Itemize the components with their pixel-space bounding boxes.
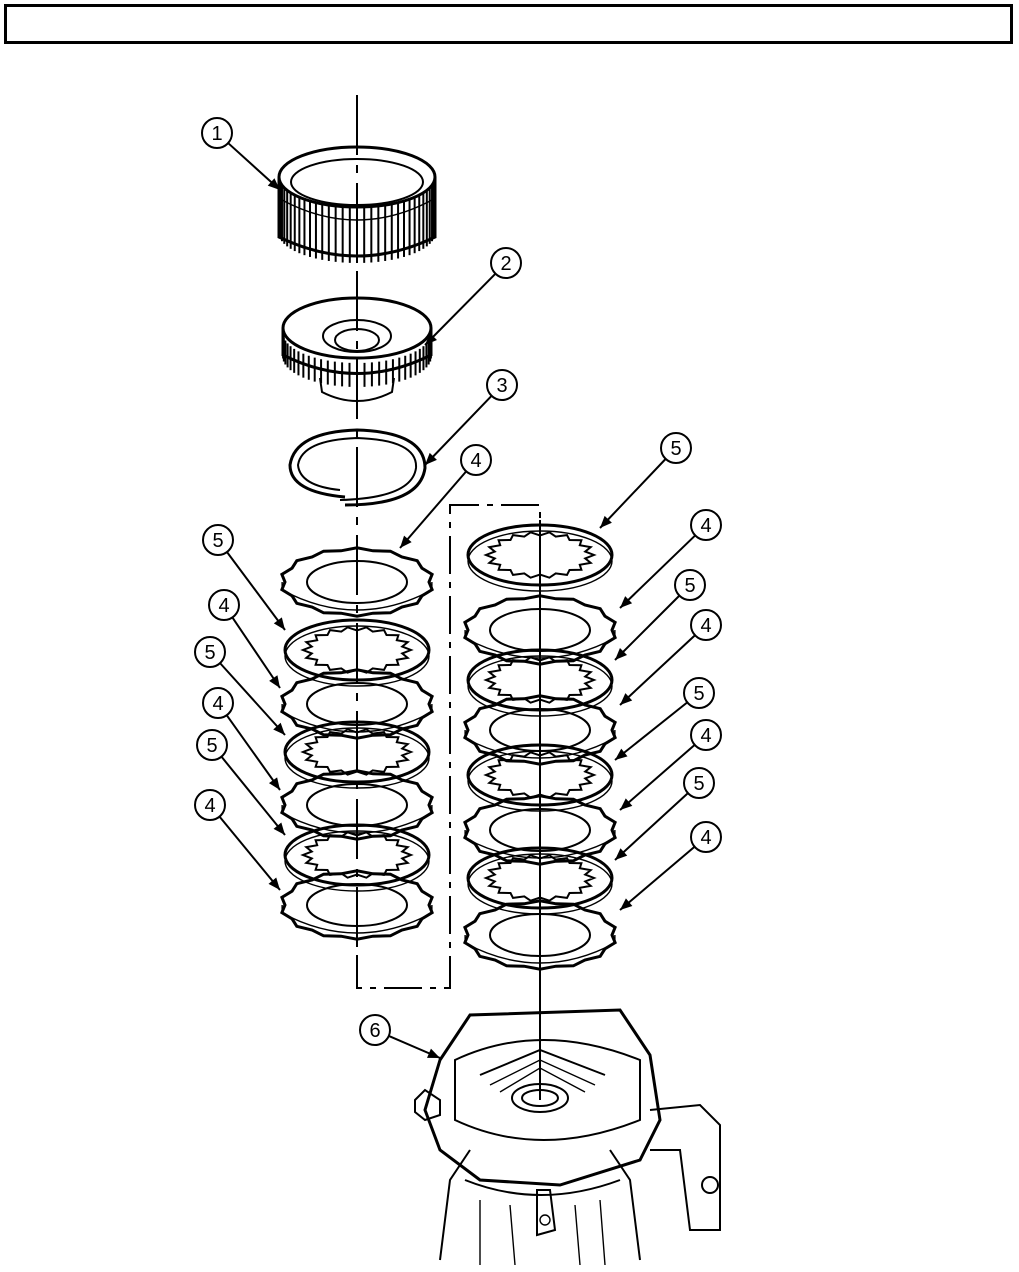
leader-arrow xyxy=(269,675,280,688)
callout-c4h: 4 xyxy=(620,822,721,910)
callout-number: 4 xyxy=(700,515,711,537)
callout-number: 1 xyxy=(211,123,222,145)
leader-line xyxy=(600,459,666,528)
callout-c4e: 4 xyxy=(620,510,721,608)
leader-line xyxy=(221,757,285,835)
leader-line xyxy=(615,702,687,760)
leader-arrow xyxy=(269,777,280,790)
callout-number: 4 xyxy=(470,450,481,472)
callout-number: 4 xyxy=(700,725,711,747)
callout-number: 2 xyxy=(500,253,511,275)
leader-line xyxy=(425,274,495,345)
callout-c1: 1 xyxy=(202,118,280,190)
ring-gear-part-1 xyxy=(279,147,435,263)
callout-c5b: 5 xyxy=(195,637,285,735)
callout-number: 5 xyxy=(212,530,223,552)
callout-number: 5 xyxy=(204,642,215,664)
callout-number: 4 xyxy=(218,595,229,617)
callout-number: 5 xyxy=(206,735,217,757)
callout-c6: 6 xyxy=(360,1015,440,1058)
leader-line xyxy=(620,847,695,910)
leader-line xyxy=(400,471,466,548)
leader-line xyxy=(227,552,285,630)
callout-number: 5 xyxy=(684,575,695,597)
leader-line xyxy=(620,745,695,810)
leader-line xyxy=(220,817,280,890)
callout-number: 5 xyxy=(693,683,704,705)
leader-line xyxy=(232,617,280,688)
callout-number: 6 xyxy=(369,1020,380,1042)
callout-number: 4 xyxy=(700,615,711,637)
callout-c4d: 4 xyxy=(195,790,280,890)
callout-number: 5 xyxy=(693,773,704,795)
callout-number: 4 xyxy=(700,827,711,849)
callout-number: 3 xyxy=(496,375,507,397)
callout-c4b: 4 xyxy=(209,590,280,688)
leader-arrow xyxy=(427,1049,440,1058)
callout-c5d: 5 xyxy=(615,570,705,660)
callout-number: 4 xyxy=(204,795,215,817)
leader-line xyxy=(227,715,280,790)
callout-c2: 2 xyxy=(425,248,521,345)
leader-arrow xyxy=(274,617,285,630)
callout-c5e: 5 xyxy=(600,433,691,528)
transmission-housing-part-6 xyxy=(415,1010,720,1265)
callout-number: 5 xyxy=(670,438,681,460)
callout-number: 4 xyxy=(212,693,223,715)
callout-c4a: 4 xyxy=(400,445,491,548)
